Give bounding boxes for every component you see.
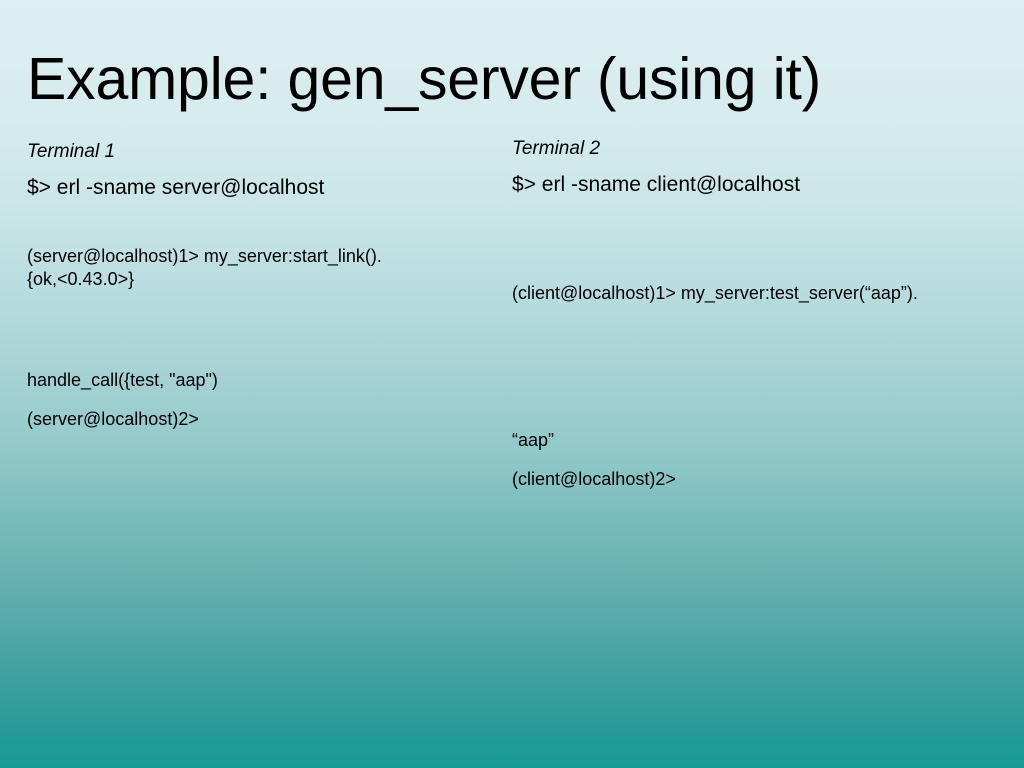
terminal-1-start-result: {ok,<0.43.0>}: [27, 269, 135, 289]
spacer: [512, 198, 1012, 254]
slide-title: Example: gen_server (using it): [27, 46, 822, 112]
spacer: [27, 201, 497, 245]
terminal-1-handle-call: handle_call({test, "aap"): [27, 370, 218, 390]
terminal-2-shell-start: $> erl -sname client@localhost: [512, 173, 801, 196]
spacer: [512, 305, 1012, 383]
spacer: [27, 291, 497, 369]
terminal-1-prompt-1: (server@localhost)1> my_server:start_lin…: [27, 246, 382, 266]
terminal-1-column: Terminal 1 $> erl -sname server@localhos…: [27, 140, 497, 431]
terminal-2-prompt-1: (client@localhost)1> my_server:test_serv…: [512, 283, 918, 303]
terminal-1-shell-start: $> erl -sname server@localhost: [27, 176, 325, 199]
spacer: [512, 254, 1012, 282]
spacer: [512, 452, 1012, 468]
terminal-1-heading: Terminal 1: [27, 141, 116, 162]
terminal-2-call-result: “aap”: [512, 430, 555, 450]
spacer: [512, 383, 1012, 429]
terminal-2-prompt-2: (client@localhost)2>: [512, 469, 676, 489]
terminal-2-column: Terminal 2 $> erl -sname client@localhos…: [512, 137, 1012, 491]
spacer: [27, 392, 497, 408]
terminal-1-prompt-2: (server@localhost)2>: [27, 409, 199, 429]
terminal-2-heading: Terminal 2: [512, 138, 601, 159]
